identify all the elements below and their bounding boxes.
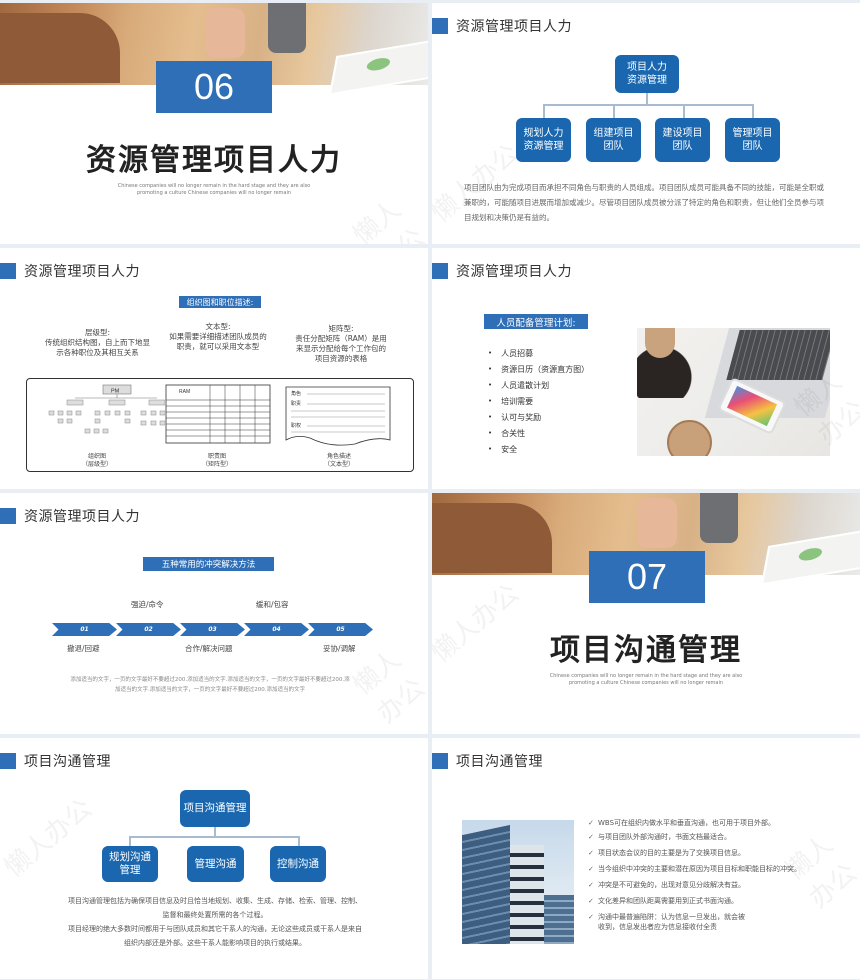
check-item: ✓沟通中最普遍陷阱：认为信息一旦发出，就会被收到，信息发出者应为信息接收付全责 (588, 913, 745, 931)
check-icon: ✓ (588, 833, 594, 841)
header-square-icon (0, 508, 16, 524)
description-paragraph: 项目团队由为完成项目而承担不同角色与职责的人员组成。项目团队成员可能具备不同的技… (464, 183, 824, 222)
header-square-icon (0, 753, 16, 769)
watermark: 懒人办公 (0, 793, 99, 884)
footnote-text: 添加适当的文字，一页的文字最好不要超过200.添加适当的文字.添加适当的文字，一… (70, 677, 350, 693)
org-child-box[interactable]: 管理沟通 (187, 846, 244, 882)
method-label: 强迫/命令 (131, 600, 164, 609)
slide-header: 项目沟通管理 (0, 752, 111, 770)
header-square-icon (432, 18, 448, 34)
org-root-box[interactable]: 项目人力 资源管理 (615, 55, 679, 93)
slide-header: 项目沟通管理 (432, 752, 543, 770)
check-icon: ✓ (588, 849, 594, 857)
slide-cover-07[interactable]: 07 项目沟通管理 Chinese companies will no long… (432, 493, 860, 734)
section-subtitle: Chinese companies will no longer remain … (549, 673, 743, 686)
slide-header: 资源管理项目人力 (432, 17, 572, 35)
format-desc-matrix: 矩阵型:责任分配矩阵（RAM）是用来显示分配给每个工作包的项目资源的表格 (295, 324, 387, 363)
section-subtitle: Chinese companies will no longer remain … (117, 183, 311, 196)
slide-staffing-plan[interactable]: 资源管理项目人力 人员配备管理计划: 人员招募 资源日历（资源直方图） 人员遣散… (432, 248, 860, 489)
list-item: 合关性 (488, 425, 589, 441)
process-chevrons: 01 02 03 04 05 (52, 623, 373, 636)
desk-photo (637, 328, 830, 456)
caption-text: 角色描述（文本型） (323, 453, 354, 468)
check-icon: ✓ (588, 913, 594, 921)
section-tag: 组织图和职位描述: (179, 296, 261, 308)
slide-comm-org-chart[interactable]: 项目沟通管理 项目沟通管理 规划沟通 管理 管理沟通 控制沟通 项目沟通管理包括… (0, 738, 428, 979)
hierarchy-tree-icon: PM (48, 384, 165, 434)
chevron-step[interactable]: 01 (52, 623, 117, 636)
list-item: 资源日历（资源直方图） (488, 361, 589, 377)
section-tag: 人员配备管理计划: (484, 314, 588, 329)
comm-checklist: ✓WBS可在组织内做水平和垂直沟通，也可用于项目外部。 ✓与项目团队外部沟通时，… (588, 818, 828, 938)
check-icon: ✓ (588, 819, 594, 827)
check-item: ✓文化差异和团队距离需要用到正式书面沟通。 (588, 897, 738, 905)
method-label: 撤退/回避 (67, 644, 100, 653)
description-paragraph: 项目沟通管理包括为确保项目信息及时且恰当地规划、收集、生成、存储、检索、管理、控… (68, 897, 362, 947)
org-child-box[interactable]: 规划沟通 管理 (102, 846, 158, 882)
section-title: 项目沟通管理 (550, 633, 742, 668)
svg-text:RAM: RAM (179, 389, 190, 395)
list-item: 人员遣散计划 (488, 377, 589, 393)
check-item: ✓与项目团队外部沟通时，书面文档最适合。 (588, 833, 731, 841)
chevron-step[interactable]: 05 (308, 623, 373, 636)
check-item: ✓当今组织中冲突的主要和潜在原因为项目目标和职能目标的冲突。 (588, 865, 801, 873)
formats-diagram-frame: PM RAM (26, 378, 414, 472)
slide-org-formats[interactable]: 资源管理项目人力 组织图和职位描述: 层级型:传统组织结构图，自上而下地显示各种… (0, 248, 428, 489)
org-child-box[interactable]: 建设项目 团队 (655, 118, 710, 162)
chevron-step[interactable]: 03 (180, 623, 245, 636)
section-number: 06 (156, 61, 272, 113)
org-child-box[interactable]: 控制沟通 (270, 846, 326, 882)
check-item: ✓WBS可在组织内做水平和垂直沟通，也可用于项目外部。 (588, 819, 776, 827)
slide-hr-org-chart[interactable]: 资源管理项目人力 项目人力 资源管理 规划人力 资源管理 组建项目 团队 建设项… (432, 3, 860, 244)
check-icon: ✓ (588, 865, 594, 873)
org-child-box[interactable]: 管理项目 团队 (725, 118, 780, 162)
section-number: 07 (589, 551, 705, 603)
header-square-icon (0, 263, 16, 279)
format-desc-hierarchy: 层级型:传统组织结构图，自上而下地显示各种职位及其相互关系 (45, 328, 150, 357)
slide-comm-checklist[interactable]: 项目沟通管理 ✓WBS可在组织内做水平和垂直沟通，也可用于项目外部。 ✓与项目团… (432, 738, 860, 979)
svg-text:职责: 职责 (291, 400, 301, 407)
ram-matrix-icon: RAM (165, 384, 271, 444)
check-icon: ✓ (588, 881, 594, 889)
meeting-photo (432, 493, 860, 586)
list-item: 培训需要 (488, 393, 589, 409)
building-photo (462, 820, 574, 944)
slide-cover-06[interactable]: 06 资源管理项目人力 Chinese companies will no lo… (0, 3, 428, 244)
org-child-box[interactable]: 规划人力 资源管理 (516, 118, 571, 162)
svg-text:PM: PM (111, 389, 120, 395)
slide-header: 资源管理项目人力 (0, 262, 140, 280)
caption-matrix: 职责图（矩阵型） (201, 453, 232, 468)
watermark: 懒人办公 (348, 194, 428, 244)
list-item: 认可与奖励 (488, 409, 589, 425)
method-label: 妥协/调解 (323, 644, 356, 653)
svg-text:职权: 职权 (291, 422, 301, 429)
slide-conflict-resolution[interactable]: 资源管理项目人力 五种常用的冲突解决方法 强迫/命令 缓和/包容 01 02 0… (0, 493, 428, 734)
check-icon: ✓ (588, 897, 594, 905)
check-item: ✓冲突是不可避免的，出现对意见分歧解决有益。 (588, 881, 745, 889)
section-title: 资源管理项目人力 (86, 143, 342, 178)
caption-hierarchy: 组织图（层级型） (81, 453, 112, 468)
slide-header: 资源管理项目人力 (0, 507, 140, 525)
org-root-box[interactable]: 项目沟通管理 (180, 790, 250, 827)
header-square-icon (432, 753, 448, 769)
check-item: ✓项目状态会议的目的主要是为了交换项目信息。 (588, 849, 745, 857)
staffing-list: 人员招募 资源日历（资源直方图） 人员遣散计划 培训需要 认可与奖励 合关性 安… (488, 345, 589, 457)
slide-header: 资源管理项目人力 (432, 262, 572, 280)
chevron-step[interactable]: 04 (244, 623, 309, 636)
org-child-box[interactable]: 组建项目 团队 (586, 118, 641, 162)
method-label: 合作/解决问题 (185, 644, 233, 653)
format-desc-text: 文本型:如果需要详细描述团队成员的职责，就可以采用文本型 (169, 322, 267, 351)
method-label: 缓和/包容 (256, 600, 289, 609)
list-item: 人员招募 (488, 345, 589, 361)
role-document-icon: 角色 职责 职权 (285, 386, 391, 446)
chevron-step[interactable]: 02 (116, 623, 181, 636)
section-tag: 五种常用的冲突解决方法 (143, 557, 274, 571)
header-square-icon (432, 263, 448, 279)
list-item: 安全 (488, 441, 589, 457)
svg-text:角色: 角色 (291, 390, 301, 397)
